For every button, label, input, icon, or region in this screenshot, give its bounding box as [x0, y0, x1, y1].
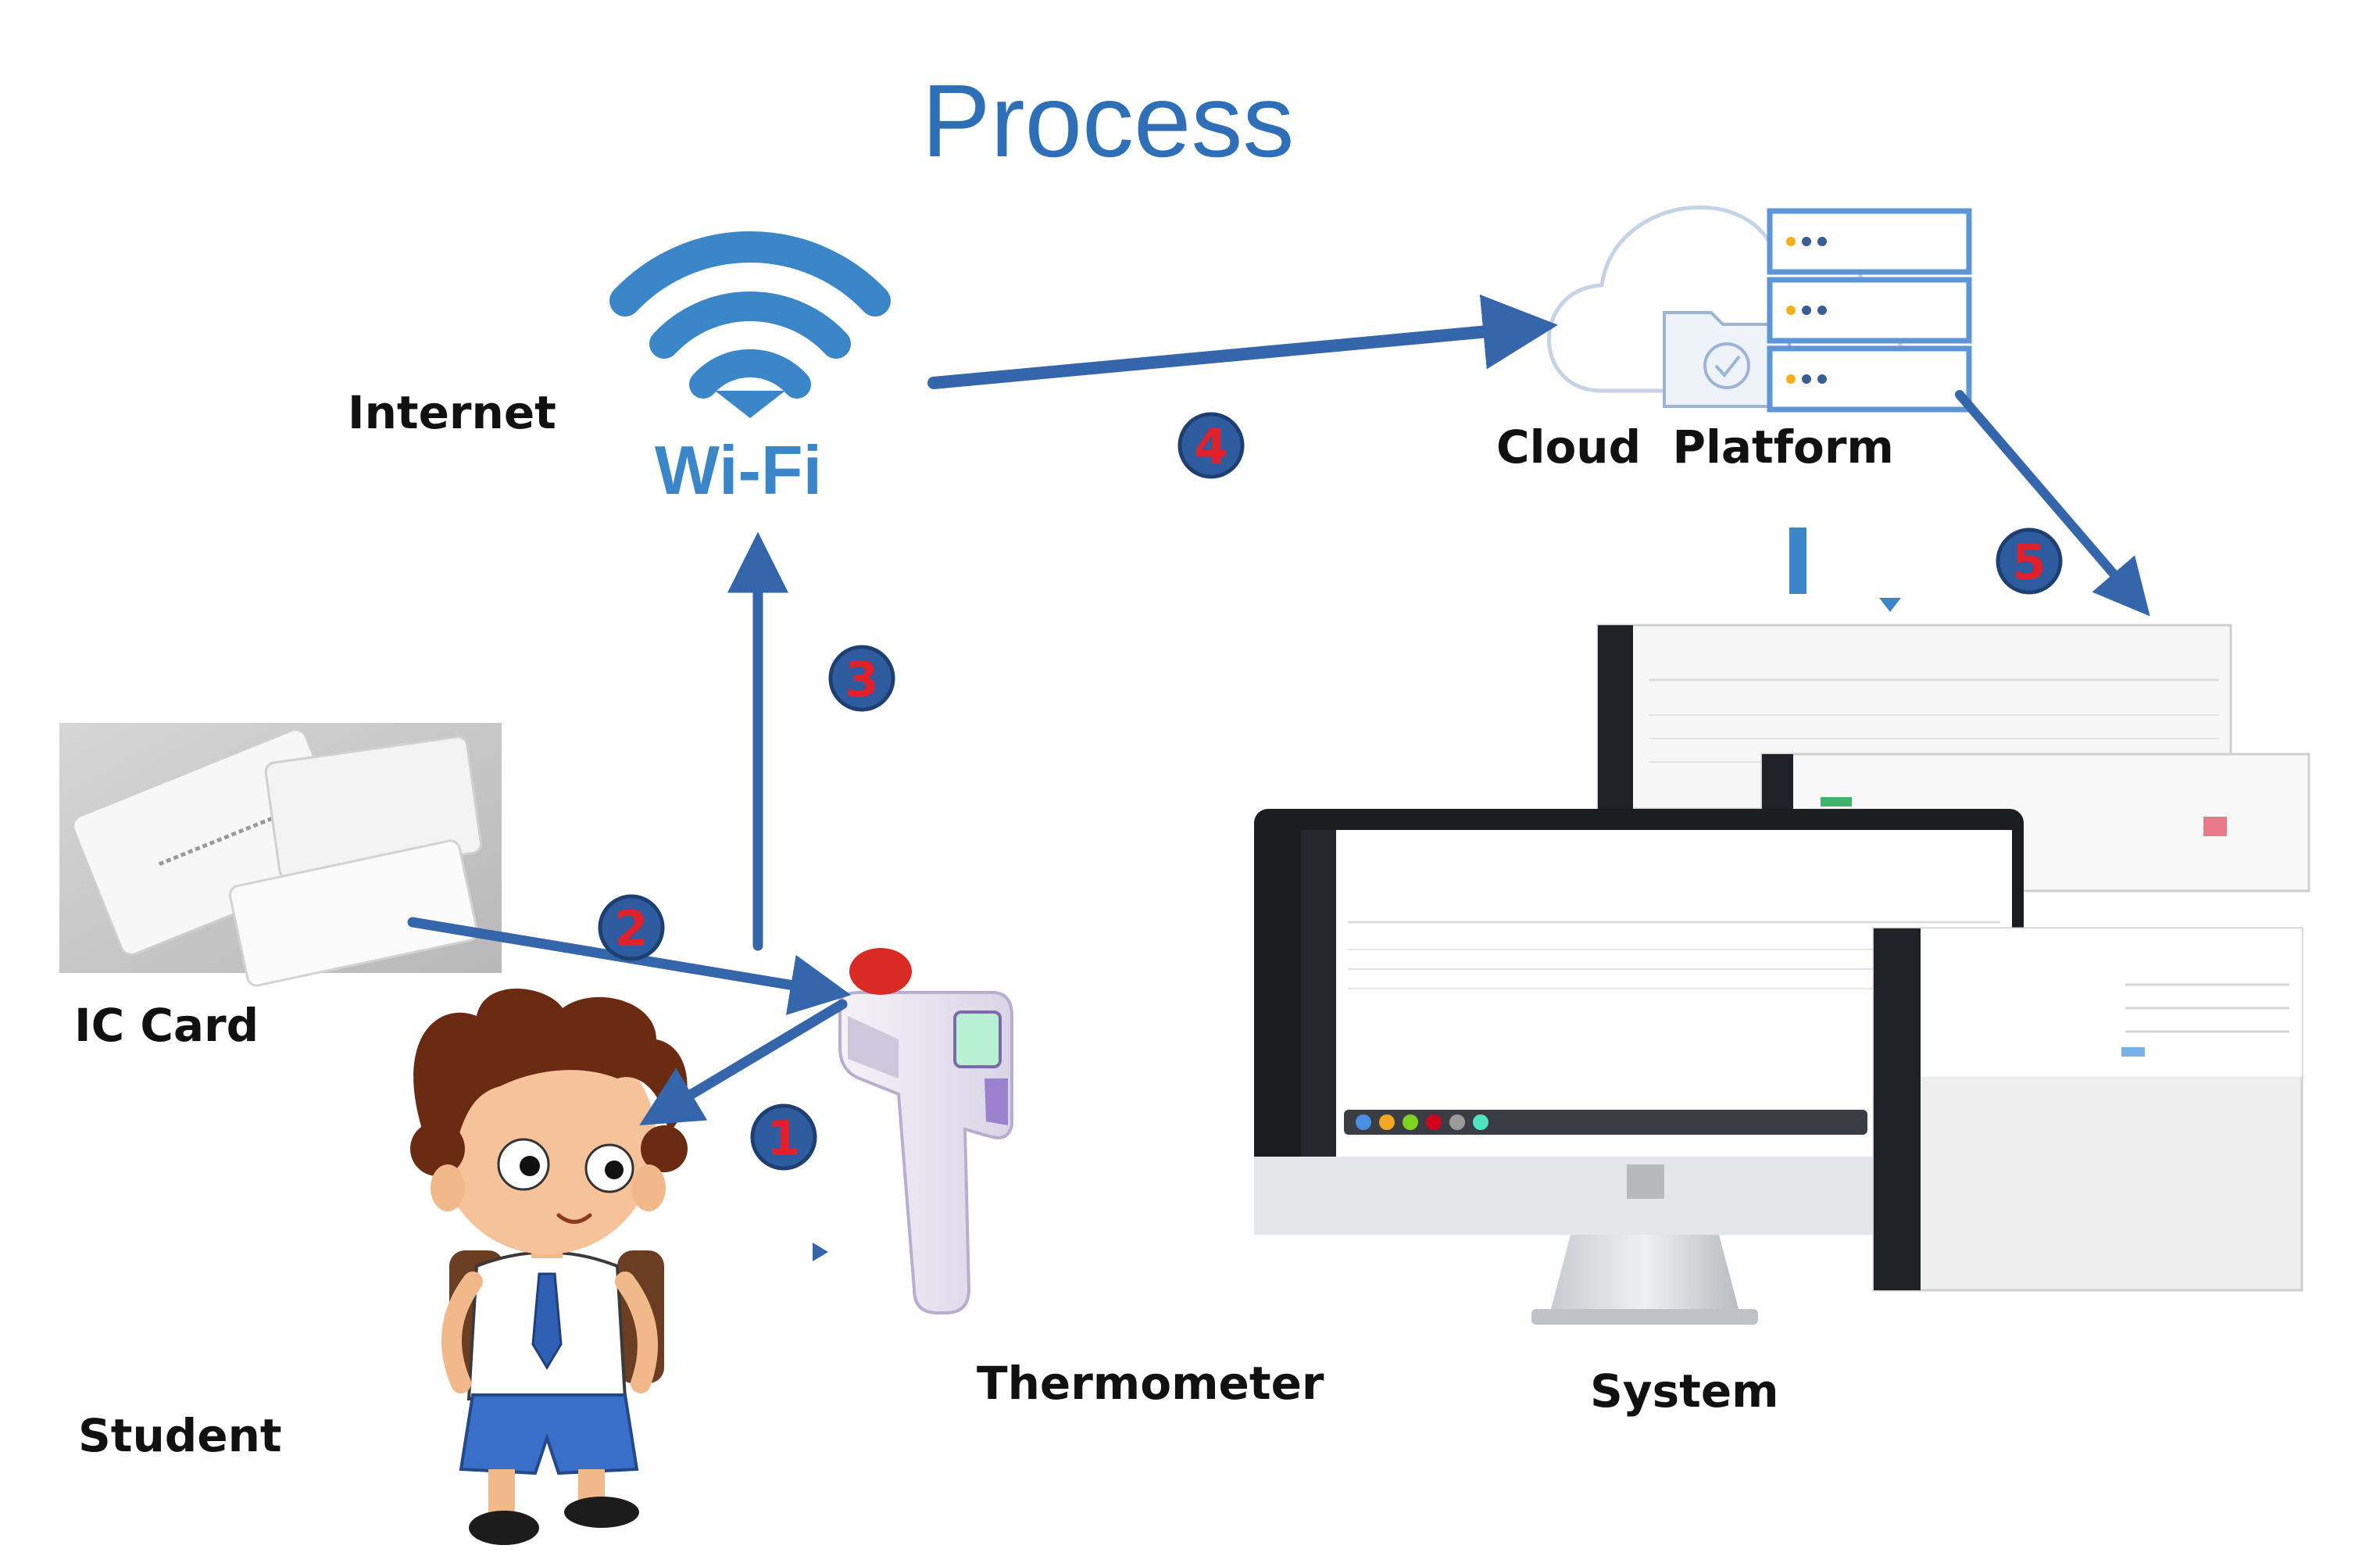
system-label: System: [1590, 1364, 1779, 1418]
server-stack-icon: [1767, 208, 1972, 413]
internet-label: Internet: [348, 386, 556, 439]
student-figure: [410, 989, 688, 1545]
thermometer-label: Thermometer: [977, 1357, 1324, 1410]
wifi-label: Wi-Fi: [655, 431, 822, 509]
small-triangle-mark-2: [813, 1243, 828, 1261]
arrow-step-4: [927, 294, 1558, 389]
step-badge-4: 4: [1177, 412, 1245, 479]
cloud-server-icon: [1547, 205, 1972, 413]
ic-card-label: IC Card: [74, 999, 259, 1052]
step-badge-5: 5: [1996, 528, 2063, 595]
svg-text:3: 3: [845, 651, 878, 708]
svg-text:5: 5: [2012, 534, 2046, 591]
step-badge-1: 1: [750, 1103, 817, 1171]
step-badge-3: 3: [828, 645, 895, 712]
student-label: Student: [78, 1409, 282, 1462]
arrow-step-1: [639, 999, 848, 1125]
svg-text:4: 4: [1194, 418, 1228, 475]
small-triangle-mark: [1879, 598, 1901, 612]
svg-text:2: 2: [614, 900, 648, 957]
wifi-icon: [609, 231, 891, 418]
thermometer-device: [838, 948, 1013, 1314]
flow-arrows: [407, 294, 2150, 1125]
cloud-platform-label: Cloud Platform: [1496, 420, 1894, 474]
svg-text:1: 1: [767, 1110, 800, 1167]
step-badge-2: 2: [598, 894, 665, 961]
ic-card-image: [59, 723, 502, 987]
diagram-title: Process: [922, 63, 1295, 178]
divider-mark: [1789, 528, 1806, 594]
monitor-screens: [1254, 624, 2310, 1325]
arrow-step-5: [1955, 390, 2150, 617]
